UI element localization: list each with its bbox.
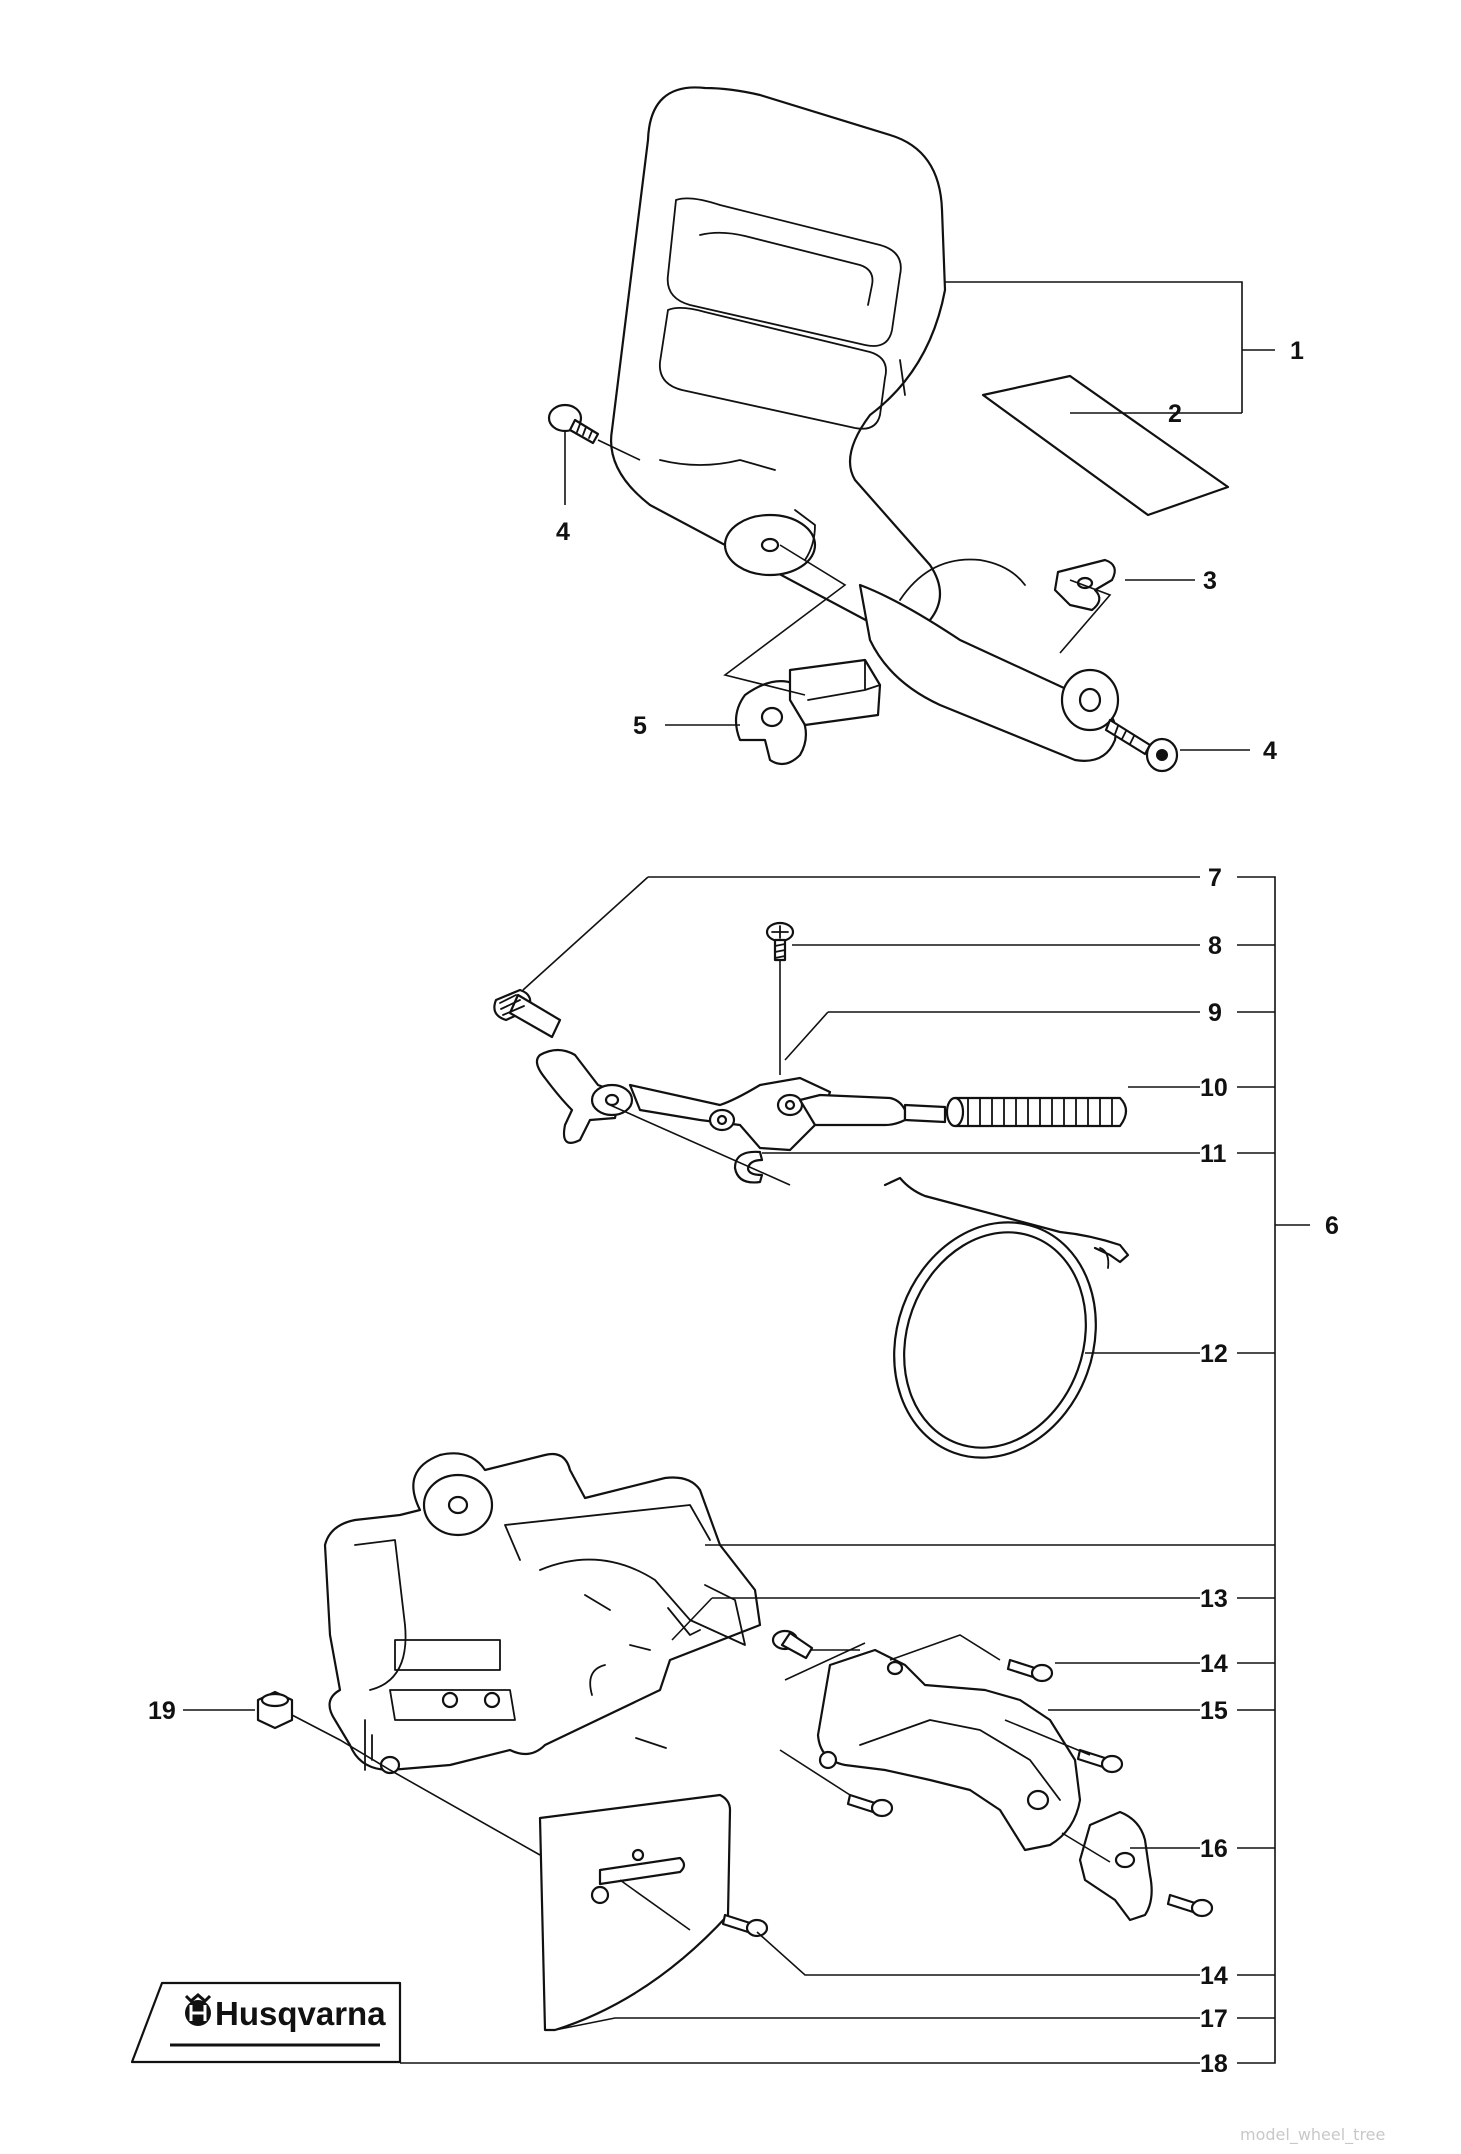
- bar-plate-part: [538, 1793, 732, 2032]
- callout-12: 12: [1200, 1340, 1228, 1368]
- screw-part-top: [547, 403, 600, 445]
- catcher-block-part: [1078, 1810, 1153, 1922]
- chain-catcher-part: [816, 1648, 1082, 1852]
- decal-part: [981, 374, 1230, 517]
- callout-8: 8: [1208, 932, 1222, 960]
- watermark-text: model_wheel_tree: [1240, 2125, 1385, 2145]
- callout-2: 2: [1168, 400, 1182, 428]
- callout-10: 10: [1200, 1074, 1228, 1102]
- hand-guard-part: [610, 86, 1120, 762]
- bar-nut-part: [256, 1690, 294, 1730]
- callout-14-lower: 14: [1200, 1962, 1228, 1990]
- brake-lever-part: [535, 1048, 947, 1152]
- brand-decal: Husqvarna: [130, 1981, 402, 2064]
- brake-band-part: [883, 1176, 1130, 1459]
- callout-13: 13: [1200, 1585, 1228, 1613]
- callout-4-top: 4: [556, 518, 570, 546]
- knurled-pin-part: [493, 988, 562, 1039]
- callout-16: 16: [1200, 1835, 1228, 1863]
- callout-9: 9: [1208, 999, 1222, 1027]
- clutch-cover-part: [323, 1452, 762, 1775]
- screw-part-bottom: [1104, 718, 1179, 773]
- cover-screws-part: [721, 1658, 1214, 1938]
- chain-brake-assembly: [493, 921, 1130, 1459]
- callout-3: 3: [1203, 567, 1217, 595]
- clutch-cover-assembly: [256, 1452, 1214, 2032]
- callout-7: 7: [1208, 864, 1222, 892]
- lever-screw-part: [765, 921, 795, 962]
- callout-11: 11: [1200, 1140, 1227, 1168]
- callout-15: 15: [1200, 1697, 1228, 1725]
- callout-6: 6: [1325, 1212, 1339, 1240]
- brand-name: Husqvarna: [215, 1995, 386, 2032]
- callout-1: 1: [1290, 337, 1304, 365]
- callout-19: 19: [148, 1697, 176, 1725]
- pin-part: [771, 1629, 814, 1660]
- callout-5: 5: [633, 712, 647, 740]
- callout-18: 18: [1200, 2050, 1228, 2078]
- husqvarna-crown-h-logo-icon: [184, 1993, 212, 2026]
- callout-14-upper: 14: [1200, 1650, 1228, 1678]
- callout-17: 17: [1200, 2005, 1228, 2033]
- callout-4-bottom: 4: [1263, 737, 1277, 765]
- hand-guard-assembly: [547, 86, 1230, 773]
- leader-lines: [183, 281, 1310, 2064]
- callout-numbers: 1 2 3 4 4 5 6 7 8 9 10 11 12 13 14 15 16…: [148, 337, 1339, 2078]
- brake-spring-part: [945, 1096, 1128, 1128]
- cam-spacer-part: [734, 658, 882, 766]
- circlip-part: [733, 1150, 764, 1184]
